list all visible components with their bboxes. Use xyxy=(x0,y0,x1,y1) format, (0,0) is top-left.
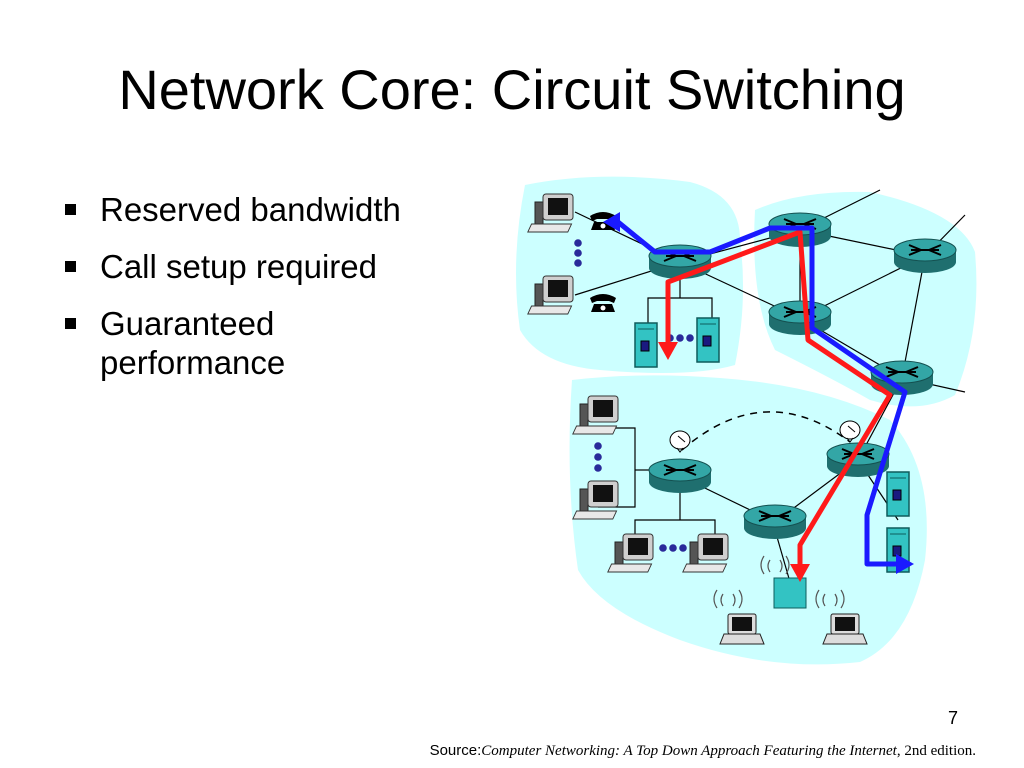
blue-arrowhead xyxy=(603,212,620,232)
wireless-access-point-icon xyxy=(773,577,807,609)
bullet-call-setup: Call setup required xyxy=(62,247,401,286)
blue-circuit-path xyxy=(616,220,908,567)
slide-title: Network Core: Circuit Switching xyxy=(118,58,906,121)
server-icon xyxy=(634,322,658,368)
bullet-guaranteed-performance: Guaranteed performance xyxy=(62,304,401,382)
blue-arrowhead xyxy=(896,554,914,574)
source-citation: Source:Computer Networking: A Top Down A… xyxy=(430,742,976,760)
source-book-title: Computer Networking: A Top Down Approach… xyxy=(481,743,897,759)
bullet-guaranteed-line2: performance xyxy=(100,344,286,381)
red-circuit-path xyxy=(665,229,893,566)
host-icons xyxy=(527,193,910,645)
source-label: Source: xyxy=(429,742,482,759)
red-arrowhead xyxy=(790,564,810,582)
router-icon xyxy=(648,458,712,494)
red-arrowhead xyxy=(658,342,678,360)
source-edition: , 2nd edition. xyxy=(896,743,976,759)
reserved-circuit-paths xyxy=(603,212,914,582)
server-icon xyxy=(696,317,720,363)
bullet-guaranteed-line1: Guaranteed xyxy=(100,305,275,342)
router-icon xyxy=(768,300,832,336)
router-icon xyxy=(893,238,957,274)
ellipsis-dots xyxy=(574,239,694,552)
wireless-signal-icon xyxy=(713,555,845,609)
bullet-reserved-bandwidth: Reserved bandwidth xyxy=(62,190,401,229)
page-number: 7 xyxy=(948,708,959,728)
router-icon xyxy=(743,504,807,540)
bullet-list: Reserved bandwidth Call setup required G… xyxy=(62,190,401,382)
server-icon xyxy=(886,471,910,517)
